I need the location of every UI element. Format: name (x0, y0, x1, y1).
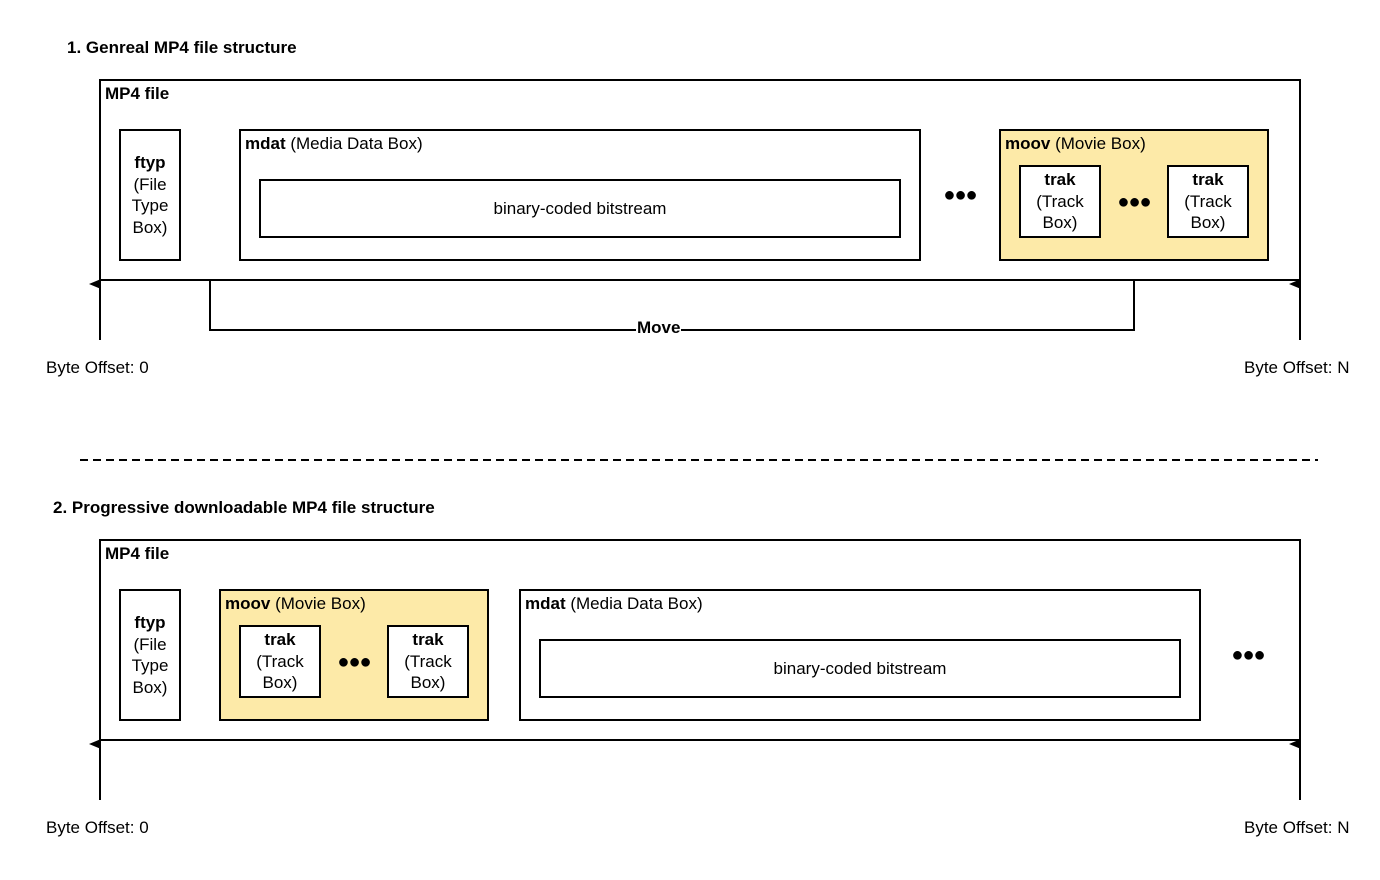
byte-offset-end: Byte Offset: N (1244, 358, 1350, 377)
mp4-file-label: MP4 file (105, 544, 170, 563)
ftyp-desc-line: Type (131, 656, 169, 675)
bitstream-box: binary-coded bitstream (539, 639, 1181, 698)
trak-name: trak (412, 630, 444, 650)
ftyp-desc-line: Box) (132, 217, 168, 237)
trak-desc-line: Box) (1190, 213, 1226, 233)
moov-desc: (Movie Box) (270, 594, 366, 613)
ellipsis-icon: ●●● (1117, 190, 1151, 213)
mdat-desc: (Media Data Box) (285, 134, 423, 153)
ftyp-box: ftyp (File Type Box) (119, 129, 181, 261)
bitstream-box: binary-coded bitstream (259, 179, 901, 238)
mp4-file-label: MP4 file (105, 84, 170, 103)
ellipsis-icon: ●●● (1231, 643, 1265, 666)
trak-desc-line: Box) (410, 673, 446, 693)
bitstream-label: binary-coded bitstream (773, 658, 947, 678)
moov-name: moov (225, 594, 271, 613)
ftyp-desc-line: (File (133, 634, 167, 654)
moov-desc: (Movie Box) (1050, 134, 1146, 153)
ellipsis-icon: ●●● (943, 183, 977, 206)
byte-offset-end: Byte Offset: N (1244, 818, 1350, 837)
moov-name: moov (1005, 134, 1051, 153)
byte-offset-start: Byte Offset: 0 (46, 358, 149, 377)
trak-box: trak (Track Box) (1019, 165, 1101, 238)
ftyp-box: ftyp (File Type Box) (119, 589, 181, 721)
ftyp-name: ftyp (134, 613, 166, 632)
mdat-desc: (Media Data Box) (565, 594, 703, 613)
trak-desc-line: (Track (404, 651, 452, 671)
ftyp-desc-line: (File (133, 174, 167, 194)
bitstream-label: binary-coded bitstream (493, 198, 667, 218)
trak-name: trak (1192, 170, 1224, 190)
mdat-name: mdat (525, 594, 566, 613)
section2-title: 2. Progressive downloadable MP4 file str… (53, 498, 435, 517)
trak-desc-line: Box) (1042, 213, 1078, 233)
ellipsis-icon: ●●● (337, 650, 371, 673)
ftyp-desc-line: Type (131, 196, 169, 215)
ftyp-name: ftyp (134, 153, 166, 172)
ftyp-desc-line: Box) (132, 677, 168, 697)
trak-name: trak (1044, 170, 1076, 190)
move-label: Move (636, 318, 682, 338)
section1-title: 1. Genreal MP4 file structure (67, 38, 297, 57)
trak-desc-line: Box) (262, 673, 298, 693)
trak-desc-line: (Track (1184, 191, 1232, 211)
trak-box: trak (Track Box) (387, 625, 469, 698)
trak-name: trak (264, 630, 296, 650)
trak-box: trak (Track Box) (239, 625, 321, 698)
trak-box: trak (Track Box) (1167, 165, 1249, 238)
mdat-name: mdat (245, 134, 286, 153)
trak-desc-line: (Track (1036, 191, 1084, 211)
trak-desc-line: (Track (256, 651, 304, 671)
byte-offset-start: Byte Offset: 0 (46, 818, 149, 837)
